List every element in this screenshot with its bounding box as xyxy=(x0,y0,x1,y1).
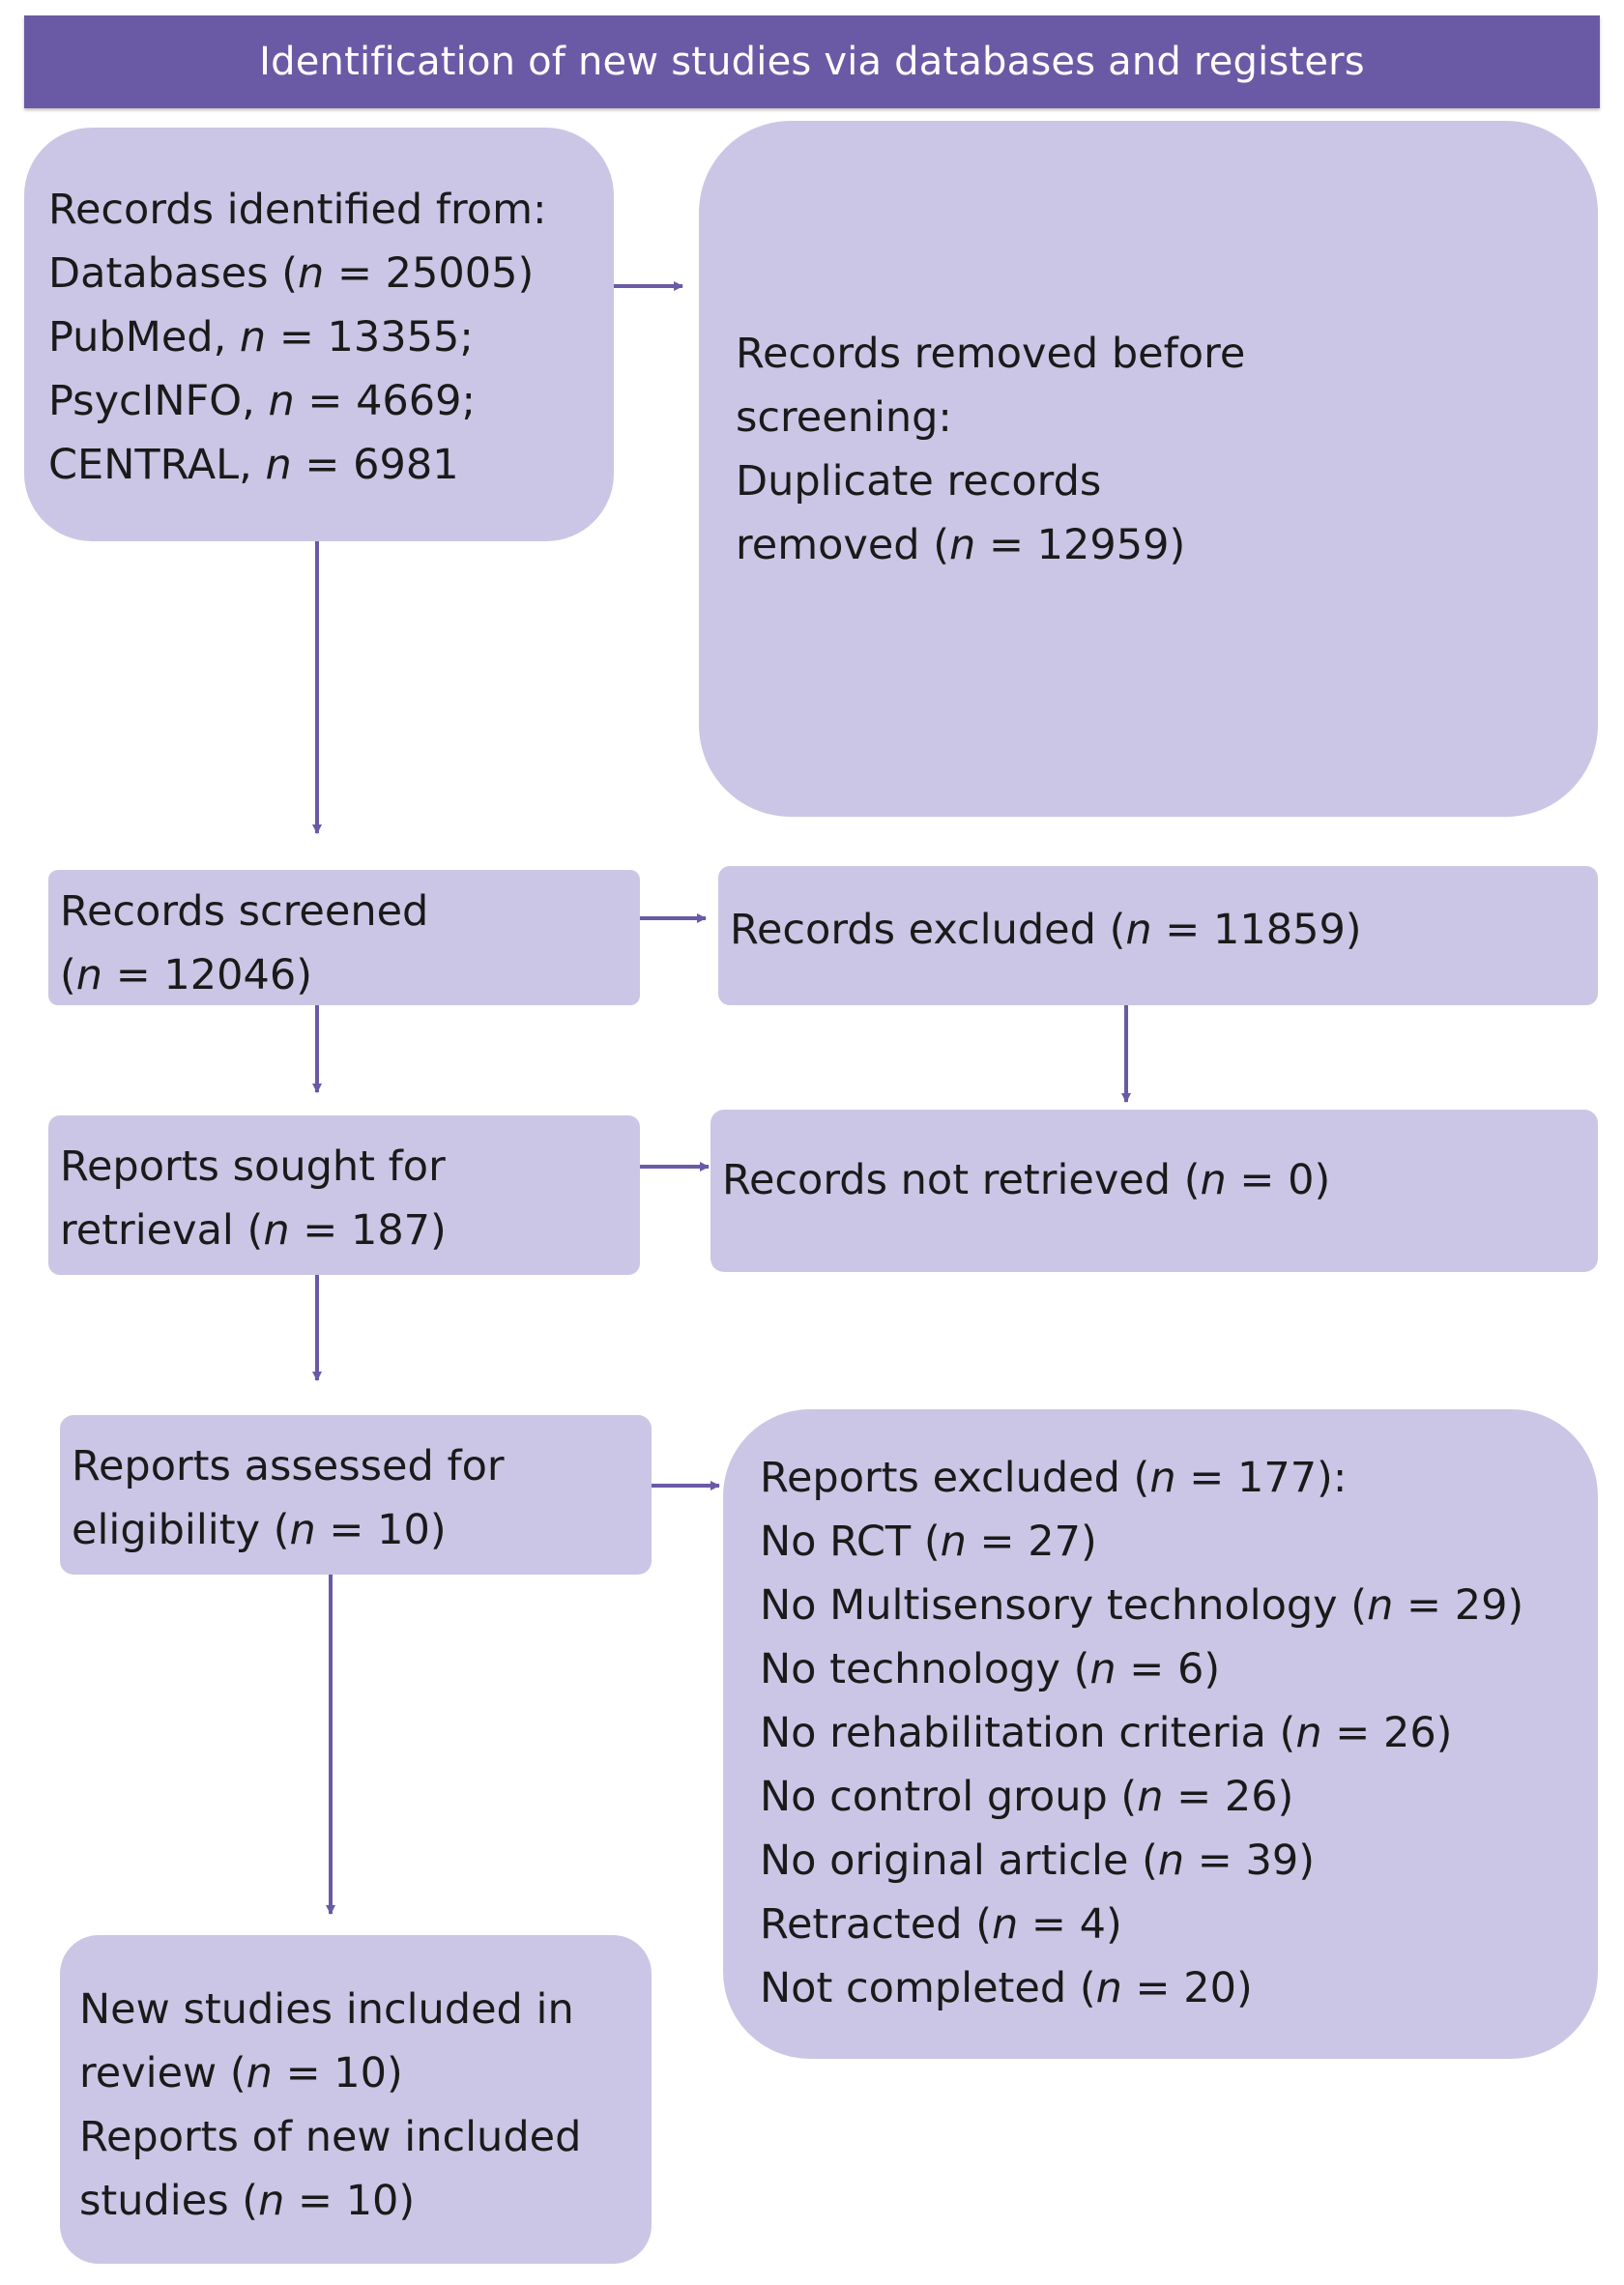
exclusion-reason: No original article (n = 39) xyxy=(760,1837,1315,1885)
header-title: Identification of new studies via databa… xyxy=(259,40,1365,84)
included-line-1: New studies included in xyxy=(79,1985,574,2034)
reports-excluded-heading: Reports excluded (n = 177): xyxy=(760,1454,1348,1502)
studies-included-box: New studies included in review (n = 10) … xyxy=(60,1935,652,2264)
removed-line-2: screening: xyxy=(736,393,952,442)
sought-count: retrieval (n = 187) xyxy=(60,1206,447,1255)
exclusion-reason: No Multisensory technology (n = 29) xyxy=(760,1581,1524,1630)
records-identified-box: Records identified from: Databases (n = … xyxy=(24,128,614,541)
exclusion-reason: No technology (n = 6) xyxy=(760,1645,1221,1693)
identified-pubmed: PubMed, n = 13355; xyxy=(48,313,474,362)
removed-line-3: Duplicate records xyxy=(736,457,1102,506)
assessed-count: eligibility (n = 10) xyxy=(72,1506,447,1554)
identified-databases: Databases (n = 25005) xyxy=(48,249,535,298)
exclusion-reason: No rehabilitation criteria (n = 26) xyxy=(760,1709,1453,1757)
identified-heading: Records identified from: xyxy=(48,186,547,234)
identified-central: CENTRAL, n = 6981 xyxy=(48,441,459,489)
exclusion-reason: No RCT (n = 27) xyxy=(760,1518,1097,1566)
identified-psycinfo: PsycINFO, n = 4669; xyxy=(48,377,476,425)
records-screened-box: Records screened (n = 12046) xyxy=(48,870,640,1005)
removed-count: removed (n = 12959) xyxy=(736,521,1186,569)
included-review-count: review (n = 10) xyxy=(79,2049,403,2097)
sought-heading: Reports sought for xyxy=(60,1142,446,1191)
reports-assessed-box: Reports assessed for eligibility (n = 10… xyxy=(60,1415,652,1575)
records-excluded-box: Records excluded (n = 11859) xyxy=(718,866,1598,1005)
exclusion-reason: No control group (n = 26) xyxy=(760,1773,1294,1821)
included-reports-count: studies (n = 10) xyxy=(79,2177,416,2225)
assessed-heading: Reports assessed for xyxy=(72,1442,505,1490)
screened-count: (n = 12046) xyxy=(60,951,312,999)
excluded-count: Records excluded (n = 11859) xyxy=(730,906,1362,954)
records-not-retrieved-box: Records not retrieved (n = 0) xyxy=(710,1110,1598,1272)
removed-line-1: Records removed before xyxy=(736,330,1246,378)
included-line-3: Reports of new included xyxy=(79,2113,582,2161)
exclusion-reason: Retracted (n = 4) xyxy=(760,1900,1122,1949)
not-retrieved-count: Records not retrieved (n = 0) xyxy=(722,1156,1331,1204)
reports-excluded-box: Reports excluded (n = 177): No RCT (n = … xyxy=(723,1409,1598,2059)
screened-heading: Records screened xyxy=(60,887,429,936)
section-header: Identification of new studies via databa… xyxy=(24,15,1600,108)
reports-sought-box: Reports sought for retrieval (n = 187) xyxy=(48,1115,640,1275)
exclusion-reason: Not completed (n = 20) xyxy=(760,1964,1253,2012)
records-removed-box: Records removed before screening: Duplic… xyxy=(699,121,1598,817)
